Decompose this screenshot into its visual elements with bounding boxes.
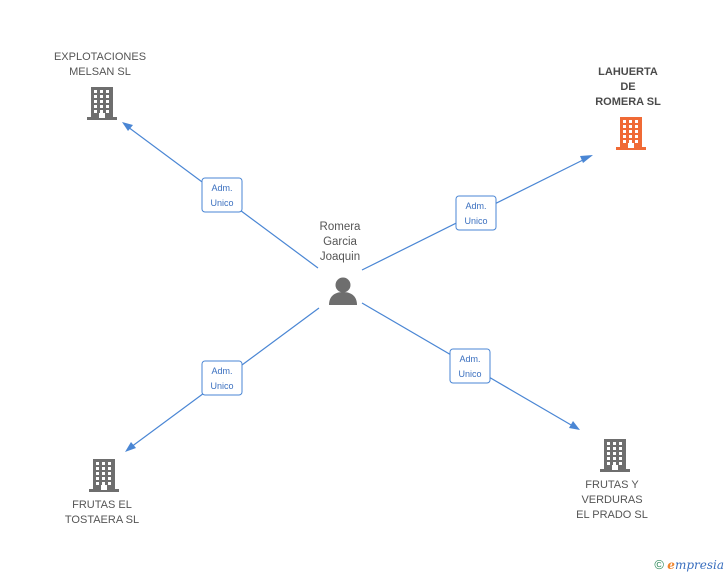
person-icon[interactable] bbox=[329, 277, 357, 306]
company-label-line: EL PRADO SL bbox=[576, 509, 648, 521]
relation-label-line-1: Adm. bbox=[465, 201, 486, 211]
company-label-line: VERDURAS bbox=[581, 494, 643, 506]
relation-label-line-2: Unico bbox=[464, 216, 487, 226]
company-label-line: MELSAN SL bbox=[69, 66, 131, 78]
relation-label-line-2: Unico bbox=[458, 369, 481, 379]
company-label-line: EXPLOTACIONES bbox=[53, 51, 147, 63]
company-label-line: DE bbox=[620, 81, 636, 93]
arrowhead-lahuerta bbox=[580, 155, 593, 163]
person-label-line: Romera bbox=[319, 221, 361, 233]
person-label-line: Garcia bbox=[323, 236, 357, 248]
arrowhead-prado bbox=[569, 421, 580, 430]
company-label-line: ROMERA SL bbox=[595, 96, 661, 108]
building-icon[interactable] bbox=[600, 439, 630, 472]
company-label-tostaera[interactable]: FRUTAS EL TOSTAERA SL bbox=[52, 498, 152, 528]
relation-label-line-2: Unico bbox=[210, 381, 233, 391]
person-label[interactable]: Romera Garcia Joaquin bbox=[300, 220, 380, 265]
person-label-line: Joaquin bbox=[319, 251, 361, 263]
edges bbox=[122, 122, 593, 452]
relation-label-tostaera[interactable]: Adm. Unico bbox=[201, 360, 243, 396]
footer-brand[interactable]: © empresia bbox=[654, 557, 724, 572]
copyright-icon: © bbox=[654, 557, 664, 572]
relation-label-line-1: Adm. bbox=[211, 183, 232, 193]
company-label-line: LAHUERTA bbox=[598, 66, 658, 78]
company-label-prado[interactable]: FRUTAS Y VERDURAS EL PRADO SL bbox=[562, 478, 662, 523]
relation-label-prado[interactable]: Adm. Unico bbox=[449, 348, 491, 384]
relation-label-explotaciones[interactable]: Adm. Unico bbox=[201, 177, 243, 213]
relation-label-line-1: Adm. bbox=[459, 354, 480, 364]
company-label-line: FRUTAS Y bbox=[585, 479, 639, 491]
arrowhead-tostaera bbox=[125, 442, 136, 452]
building-icon[interactable] bbox=[89, 459, 119, 492]
building-icon[interactable] bbox=[87, 87, 117, 120]
arrowhead-explotaciones bbox=[122, 122, 133, 131]
relation-label-line-1: Adm. bbox=[211, 366, 232, 376]
company-label-line: TOSTAERA SL bbox=[64, 514, 140, 526]
company-label-line: FRUTAS EL bbox=[72, 499, 132, 511]
brand-logo: empresia bbox=[667, 558, 724, 572]
building-icon[interactable] bbox=[616, 117, 646, 150]
company-label-lahuerta[interactable]: LAHUERTA DE ROMERA SL bbox=[578, 65, 678, 110]
company-label-explotaciones[interactable]: EXPLOTACIONES MELSAN SL bbox=[48, 50, 152, 80]
relation-label-lahuerta[interactable]: Adm. Unico bbox=[455, 195, 497, 231]
relation-label-line-2: Unico bbox=[210, 198, 233, 208]
